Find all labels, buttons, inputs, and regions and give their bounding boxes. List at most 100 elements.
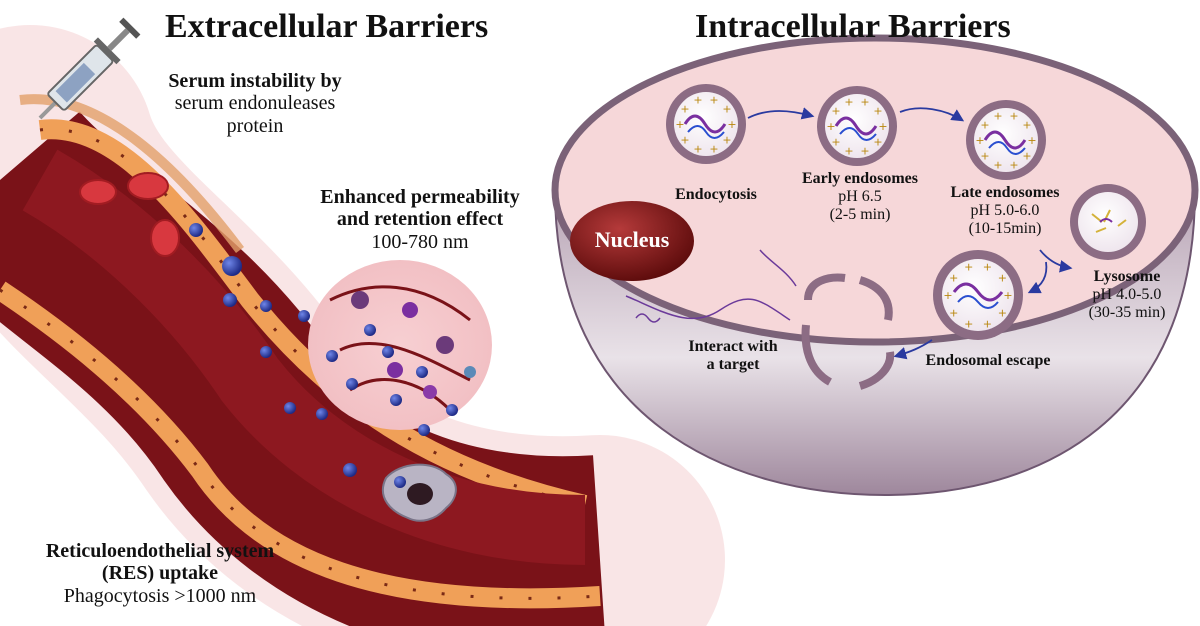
charge-marker: + [693, 143, 702, 156]
charge-marker: + [680, 133, 689, 146]
blood-vessel [0, 25, 725, 626]
epr-line2: and retention effect [336, 208, 504, 231]
charge-marker: + [1022, 149, 1031, 162]
arrow-early-to-late [899, 107, 965, 122]
charge-marker: + [844, 145, 853, 158]
label-nucleus: Nucleus [594, 227, 670, 252]
label-endocytosis: Endocytosis [675, 186, 757, 203]
epr-line1: Enhanced permeability [320, 186, 520, 208]
vesicle-lysosome [1070, 184, 1146, 260]
epr-line3: 100-780 nm [371, 230, 469, 253]
vesicle-late-endosome [966, 100, 1046, 180]
label-res-uptake: Reticuloendothelial system (RES) uptake … [10, 540, 310, 607]
arrow-escape-to-release [893, 339, 933, 360]
charge-marker: + [826, 120, 835, 133]
vesicle-ruptured [801, 273, 895, 390]
charge-marker: + [993, 159, 1002, 172]
tumor-cell [351, 291, 369, 309]
charge-marker: + [873, 105, 882, 118]
charge-marker: + [860, 95, 869, 108]
charge-marker: + [998, 271, 1007, 284]
nanoparticle [223, 293, 237, 307]
charge-marker: + [998, 307, 1007, 320]
nanoparticle [346, 378, 358, 390]
nanoparticle [416, 366, 428, 378]
charge-marker: + [709, 93, 718, 106]
early-endosomes-ph: pH 6.5 [838, 187, 882, 205]
charge-marker: + [983, 318, 992, 331]
nanoparticle [382, 346, 394, 358]
charge-marker: + [727, 118, 736, 131]
lysosome-name: Lysosome [1093, 268, 1161, 285]
res-line2: (RES) uptake [101, 562, 219, 585]
charge-marker: + [831, 105, 840, 118]
nanoparticle [446, 404, 458, 416]
charge-marker: + [943, 289, 952, 302]
charge-marker: + [1009, 109, 1018, 122]
vesicle-escape [933, 250, 1023, 340]
nanoparticle [326, 350, 338, 362]
charge-marker: + [1009, 159, 1018, 172]
nucleus [570, 201, 694, 281]
late-endosomes-name: Late endosomes [950, 184, 1060, 201]
epr-tumor-region [308, 260, 492, 430]
charge-marker: + [980, 149, 989, 162]
charge-marker: + [983, 261, 992, 274]
charge-marker: + [860, 145, 869, 158]
nanoparticle [284, 402, 296, 414]
charge-marker: + [709, 143, 718, 156]
label-early-endosomes: Early endosomes pH 6.5 (2-5 min) [785, 170, 935, 224]
tumor-cell [387, 362, 403, 378]
vesicle-endocytosis [666, 84, 746, 164]
charge-marker: + [949, 271, 958, 284]
charge-marker: + [831, 135, 840, 148]
pathway-arrows [747, 107, 1073, 360]
serum-line1: Serum instability by [168, 70, 342, 92]
label-late-endosomes: Late endosomes pH 5.0-6.0 (10-15min) [930, 184, 1080, 238]
nanoparticle [222, 256, 242, 276]
charge-marker: + [980, 119, 989, 132]
late-endosomes-time: (10-15min) [968, 219, 1042, 237]
charge-marker: + [675, 118, 684, 131]
red-blood-cells [79, 172, 180, 257]
interact-line1: Interact with [688, 338, 778, 355]
charge-marker: + [878, 120, 887, 133]
lysosome-time: (30-35 min) [1088, 303, 1166, 321]
res-line1: Reticuloendothelial system [45, 540, 275, 562]
charge-marker: + [873, 135, 882, 148]
nanoparticle [364, 324, 376, 336]
red-blood-cell [79, 179, 117, 205]
charge-marker: + [1003, 289, 1012, 302]
title-extracellular: Extracellular Barriers [165, 8, 489, 45]
arrow-endocytosis-to-early [747, 107, 815, 120]
red-blood-cell [127, 172, 169, 200]
nanoparticle [298, 310, 310, 322]
nanoparticle [390, 394, 402, 406]
arrow-late-to-lysosome [1039, 249, 1073, 273]
label-lysosome: Lysosome pH 4.0-5.0 (30-35 min) [1060, 268, 1194, 322]
interact-line2: a target [706, 355, 760, 373]
nanoparticle [260, 300, 272, 312]
red-blood-cell [150, 219, 180, 257]
macrophage-icon [381, 463, 457, 522]
tumor-cell [436, 336, 454, 354]
serum-line2: serum endonuleases [174, 92, 336, 115]
vesicle-early-endosome [817, 86, 897, 166]
charge-marker: + [993, 109, 1002, 122]
late-endosomes-ph: pH 5.0-6.0 [970, 201, 1040, 219]
arrow-lysosome-to-escape [1027, 261, 1048, 294]
nanoparticle [343, 463, 357, 477]
label-interact-target: Interact with a target [668, 338, 798, 374]
label-epr-effect: Enhanced permeability and retention effe… [290, 186, 550, 253]
tumor-cell [464, 366, 476, 378]
charge-marker: + [722, 103, 731, 116]
lysosome-ph: pH 4.0-5.0 [1092, 285, 1162, 303]
charge-marker: + [680, 103, 689, 116]
label-endosomal-escape: Endosomal escape [925, 352, 1051, 369]
res-line3: Phagocytosis >1000 nm [63, 584, 257, 607]
vesicles [666, 84, 1146, 390]
title-intracellular: Intracellular Barriers [695, 8, 1011, 45]
tumor-cell [402, 302, 418, 318]
charge-marker: + [1022, 119, 1031, 132]
